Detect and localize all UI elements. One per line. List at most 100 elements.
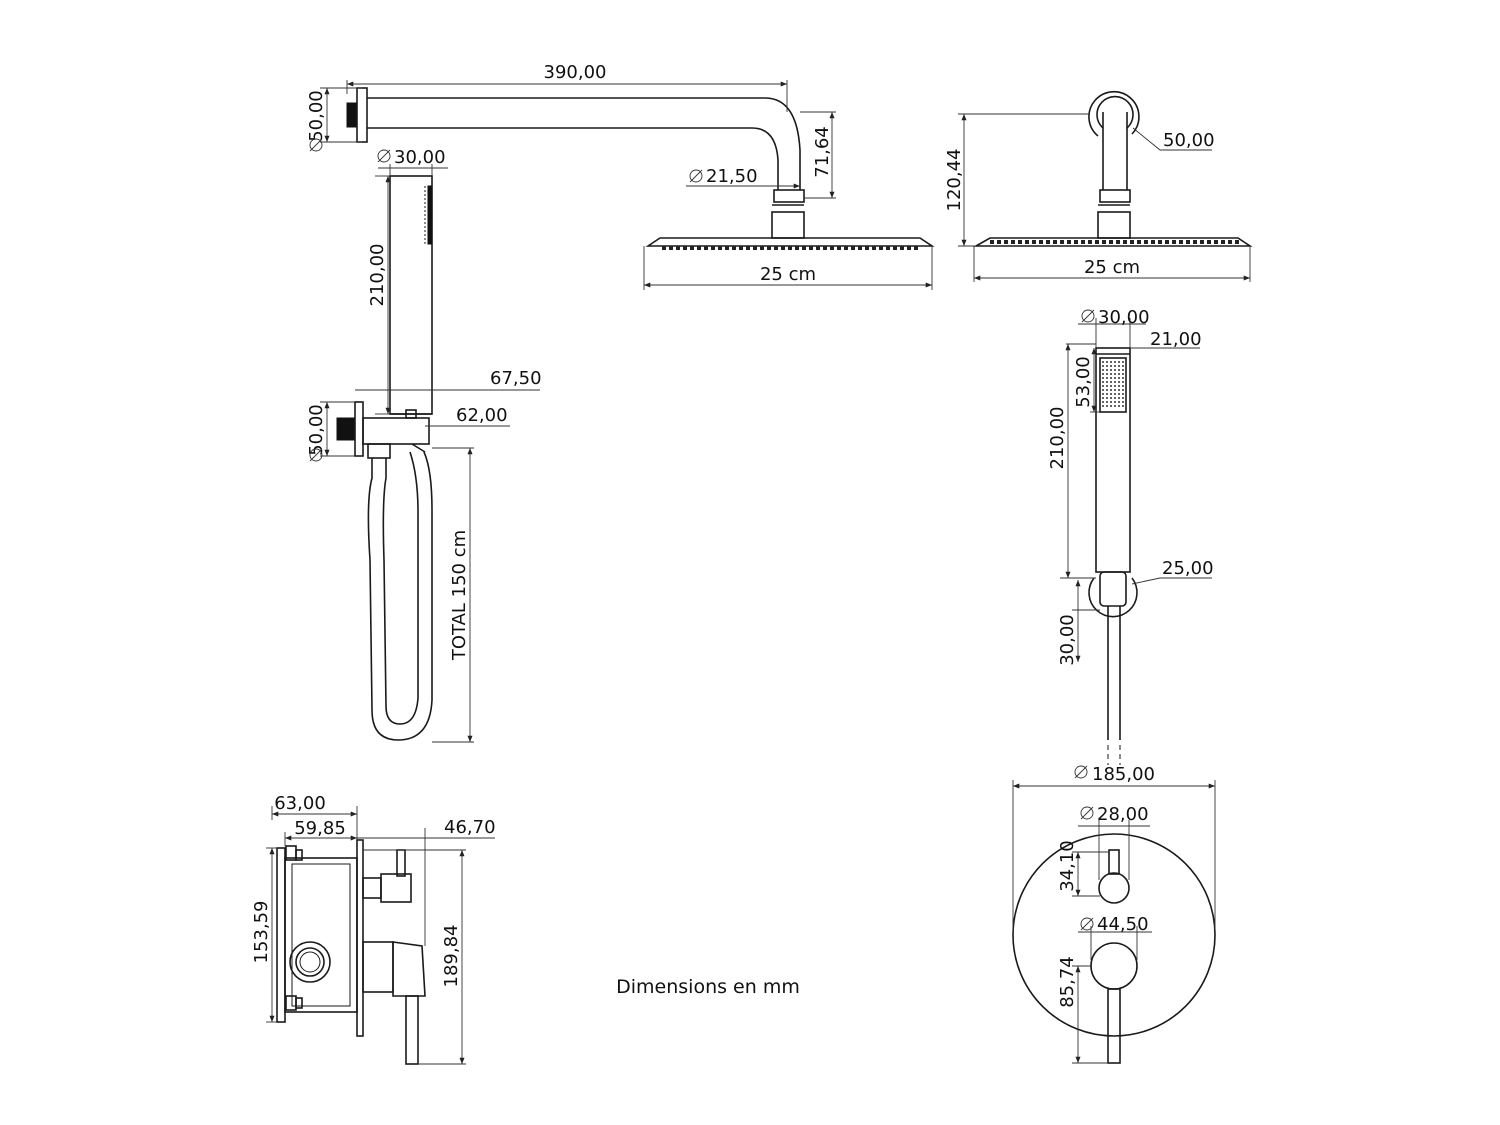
side-nut bbox=[1099, 189, 1131, 203]
dim-total-height: 189,84 bbox=[441, 925, 462, 988]
dim-holder-offset: 62,00 bbox=[456, 405, 508, 426]
nozzle bbox=[1081, 240, 1085, 244]
nozzle bbox=[767, 246, 771, 250]
dim-knob-offset: 34,10 bbox=[1057, 840, 1078, 892]
nozzle bbox=[1186, 240, 1190, 244]
nozzle bbox=[1123, 240, 1127, 244]
spray-dot bbox=[1122, 401, 1124, 403]
spray-dot bbox=[1106, 385, 1108, 387]
dim-head-width-front: 25 cm bbox=[760, 264, 816, 285]
spray-dot bbox=[1114, 369, 1116, 371]
spray-dot bbox=[1118, 377, 1120, 379]
nozzle bbox=[914, 246, 918, 250]
nozzle bbox=[879, 246, 883, 250]
dim-box-depth: 63,00 bbox=[274, 793, 326, 814]
spray-dot bbox=[1122, 369, 1124, 371]
wall-rosette-top bbox=[356, 87, 368, 143]
nozzle bbox=[1165, 240, 1169, 244]
nozzle bbox=[990, 240, 994, 244]
nozzle bbox=[1116, 240, 1120, 244]
spray-dots bbox=[1102, 361, 1124, 407]
nozzle bbox=[1025, 240, 1029, 244]
nozzle bbox=[697, 246, 701, 250]
spray-dot bbox=[1118, 369, 1120, 371]
rain-head-side bbox=[972, 237, 1253, 247]
dim-lever-diameter: 44,50 bbox=[1097, 914, 1149, 935]
spray-dot bbox=[1122, 389, 1124, 391]
head-connector bbox=[771, 211, 805, 239]
holder-ring-right bbox=[1088, 577, 1138, 618]
nozzle bbox=[872, 246, 876, 250]
dim-hand-diameter-right: 30,00 bbox=[1098, 307, 1150, 328]
dim-lever-offset: 85,74 bbox=[1057, 956, 1078, 1008]
spray-dot bbox=[1118, 365, 1120, 367]
nozzle bbox=[683, 246, 687, 250]
nozzle bbox=[851, 246, 855, 250]
spray-dot bbox=[1110, 361, 1112, 363]
caption: Dimensions en mm bbox=[616, 976, 800, 998]
hose-outer bbox=[367, 451, 433, 741]
side-rosette-inner bbox=[1096, 95, 1134, 129]
spray-dot bbox=[1114, 365, 1116, 367]
nozzle bbox=[662, 246, 666, 250]
nozzle bbox=[1158, 240, 1162, 244]
dim-arm-diameter: 21,50 bbox=[706, 166, 758, 187]
nozzle bbox=[1193, 240, 1197, 244]
dim-valve-proj: 46,70 bbox=[444, 817, 496, 838]
cover-plate bbox=[1012, 833, 1216, 1037]
spray-dot bbox=[1106, 381, 1108, 383]
nozzle bbox=[830, 246, 834, 250]
dim-side-height: 120,44 bbox=[944, 149, 965, 212]
shower-arm-front-view: 390,00 50,00 71,64 21,50 25 cm bbox=[306, 62, 935, 290]
spray-dot bbox=[1114, 397, 1116, 399]
spray-dot bbox=[1106, 361, 1108, 363]
shower-arm-side-view: 120,44 50,00 25 cm bbox=[944, 90, 1253, 282]
spray-dot bbox=[1118, 393, 1120, 395]
nozzle bbox=[997, 240, 1001, 244]
spray-dot bbox=[1114, 401, 1116, 403]
nozzle bbox=[725, 246, 729, 250]
spray-dot bbox=[1106, 369, 1108, 371]
nozzle bbox=[907, 246, 911, 250]
dim-arm-length: 390,00 bbox=[544, 62, 607, 83]
mixer-lever-front bbox=[1107, 988, 1121, 1064]
dim-holder-height: 30,00 bbox=[1057, 614, 1078, 666]
box-port-inner bbox=[295, 947, 325, 977]
dim-side-flange: 50,00 bbox=[1163, 130, 1215, 151]
cover-plate-edge bbox=[356, 839, 364, 1037]
nozzle bbox=[1228, 240, 1232, 244]
spray-face-right bbox=[1099, 357, 1127, 413]
spray-dot bbox=[1122, 393, 1124, 395]
side-rosette-outer bbox=[1088, 90, 1140, 137]
spray-dot bbox=[1114, 377, 1116, 379]
dim-arm-drop: 71,64 bbox=[812, 126, 833, 178]
nozzle bbox=[1200, 240, 1204, 244]
hose-connector bbox=[367, 443, 391, 459]
cover-plate-front-view: 185,00 28,00 34,10 44,50 85,74 bbox=[1012, 764, 1216, 1064]
nozzle bbox=[1172, 240, 1176, 244]
nozzle bbox=[788, 246, 792, 250]
spray-dot bbox=[1102, 401, 1104, 403]
spray-dot bbox=[1118, 389, 1120, 391]
nozzle-row-front bbox=[662, 246, 918, 250]
box-flange-left bbox=[276, 847, 286, 1023]
hand-shower-body bbox=[389, 175, 433, 415]
spray-dot bbox=[1102, 397, 1104, 399]
spray-dot bbox=[1118, 381, 1120, 383]
spray-dot bbox=[1106, 365, 1108, 367]
knob-pin bbox=[1108, 849, 1120, 875]
spray-dot bbox=[1122, 377, 1124, 379]
diverter-knob-front bbox=[1098, 872, 1130, 904]
nozzle bbox=[795, 246, 799, 250]
spray-dot bbox=[1114, 393, 1116, 395]
spray-dot bbox=[1106, 401, 1108, 403]
mixer-lever-handle bbox=[405, 995, 419, 1065]
spray-dot bbox=[1114, 381, 1116, 383]
spray-dot bbox=[1122, 385, 1124, 387]
spray-dot bbox=[1122, 373, 1124, 375]
nozzle bbox=[760, 246, 764, 250]
mixer-knob-front bbox=[1090, 942, 1138, 990]
spray-dot bbox=[1122, 361, 1124, 363]
spray-dot bbox=[1110, 373, 1112, 375]
nozzle bbox=[1235, 240, 1239, 244]
